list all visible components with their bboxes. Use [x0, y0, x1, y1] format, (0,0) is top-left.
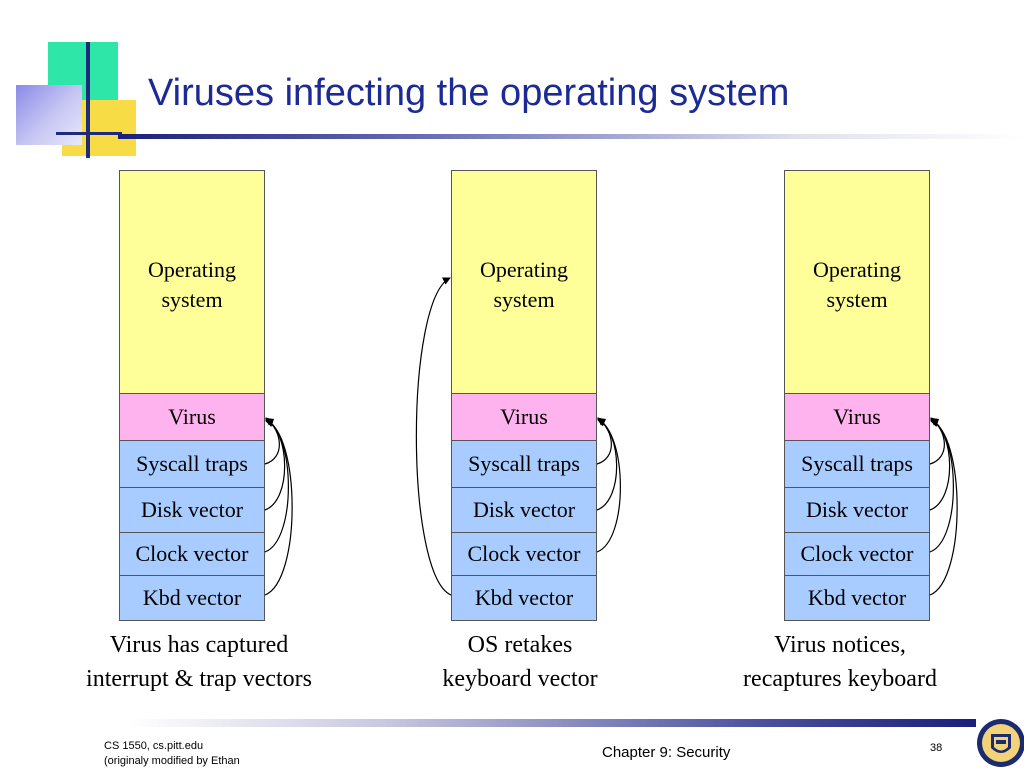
arrow-disk-to-virus: [929, 418, 951, 511]
caption-line1: Virus has captured: [109, 632, 289, 658]
caption-3: Virus notices, recaptures keyboard: [716, 628, 964, 696]
arrow-clock-to-virus: [596, 419, 621, 553]
caption-line1: Virus notices,: [774, 632, 906, 658]
title-underline: [118, 134, 1024, 139]
caption-2: OS retakes keyboard vector: [414, 628, 626, 696]
caption-line1: OS retakes: [467, 632, 573, 658]
caption-line2: recaptures keyboard: [743, 666, 937, 692]
os-label-line1: Operating: [480, 257, 568, 282]
footer-chapter: Chapter 9: Security: [602, 744, 731, 761]
os-label-line2: system: [826, 287, 888, 312]
slide-title: Viruses infecting the operating system: [148, 72, 790, 114]
memory-column-3: Operating system Virus Syscall traps Disk…: [784, 170, 930, 621]
virus-block: Virus: [119, 393, 265, 441]
caption-line2: interrupt & trap vectors: [86, 666, 312, 692]
footer-course-info: CS 1550, cs.pitt.edu (originaly modified…: [104, 739, 240, 769]
os-label-line1: Operating: [148, 257, 236, 282]
clock-vector-block: Clock vector: [451, 532, 597, 576]
university-seal-logo: [977, 719, 1024, 767]
syscall-traps-block: Syscall traps: [119, 440, 265, 488]
arrow-disk-to-virus: [264, 418, 286, 511]
footer-note: (originaly modified by Ethan: [104, 755, 240, 767]
footer-line: [130, 719, 976, 727]
memory-column-1: Operating system Virus Syscall traps Disk…: [119, 170, 265, 621]
clock-vector-block: Clock vector: [784, 532, 930, 576]
virus-block: Virus: [784, 393, 930, 441]
kbd-vector-block: Kbd vector: [119, 575, 265, 621]
decor-vertical-line: [86, 42, 90, 158]
caption-1: Virus has captured interrupt & trap vect…: [56, 628, 342, 696]
footer-course: CS 1550, cs.pitt.edu: [104, 740, 204, 752]
syscall-traps-block: Syscall traps: [451, 440, 597, 488]
virus-block: Virus: [451, 393, 597, 441]
os-block: Operating system: [451, 170, 597, 394]
arrow-clock-to-virus: [929, 419, 954, 553]
os-label-line1: Operating: [813, 257, 901, 282]
page-number: 38: [930, 742, 943, 754]
kbd-vector-block: Kbd vector: [784, 575, 930, 621]
arrow-kbd-to-os: [415, 277, 452, 596]
arrow-kbd-to-virus: [929, 419, 958, 596]
decor-blue-square: [16, 85, 82, 145]
disk-vector-block: Disk vector: [119, 487, 265, 533]
kbd-vector-block: Kbd vector: [451, 575, 597, 621]
arrow-kbd-to-virus: [264, 419, 293, 596]
os-label-line2: system: [161, 287, 223, 312]
caption-line2: keyboard vector: [442, 666, 598, 692]
os-block: Operating system: [119, 170, 265, 394]
disk-vector-block: Disk vector: [784, 487, 930, 533]
syscall-traps-block: Syscall traps: [784, 440, 930, 488]
os-block: Operating system: [784, 170, 930, 394]
clock-vector-block: Clock vector: [119, 532, 265, 576]
os-label-line2: system: [493, 287, 555, 312]
arrow-clock-to-virus: [264, 419, 289, 553]
decor-short-line: [56, 132, 122, 135]
arrow-disk-to-virus: [596, 418, 618, 511]
